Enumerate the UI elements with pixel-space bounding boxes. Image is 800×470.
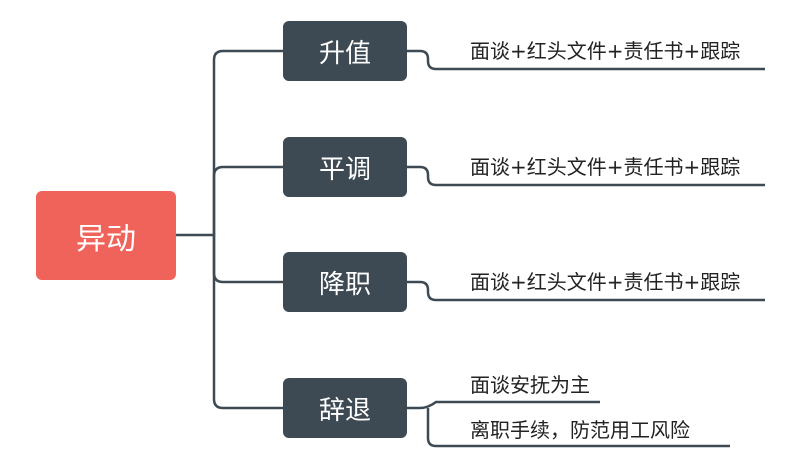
connector-branch-1 [212, 165, 283, 235]
leaf-promotion-text: 面谈+红头文件+责任书+跟踪 [470, 39, 741, 63]
connector-leaf-1 [407, 165, 765, 187]
connector-branch-0 [212, 49, 283, 235]
connector-leaf-2 [407, 280, 765, 302]
leaf-demotion-text: 面谈+红头文件+责任书+跟踪 [470, 270, 741, 294]
leaf-transfer-text: 面谈+红头文件+责任书+跟踪 [470, 155, 741, 179]
connector-leaf-3b [426, 408, 730, 448]
connector-branch-2 [212, 235, 283, 284]
branch-node-demotion: 降职 [283, 252, 407, 312]
branch-node-transfer: 平调 [283, 137, 407, 197]
branch-node-promotion: 升值 [283, 21, 407, 81]
connector-leaf-0 [407, 49, 765, 71]
root-node: 异动 [36, 191, 176, 280]
leaf-dismissal-text-2: 离职手续，防范用工风险 [470, 418, 690, 442]
connector-leaf-3a [407, 400, 600, 410]
leaf-dismissal-text-1: 面谈安抚为主 [470, 373, 590, 397]
branch-node-dismissal: 辞退 [283, 378, 407, 438]
connector-branch-3 [212, 235, 283, 410]
